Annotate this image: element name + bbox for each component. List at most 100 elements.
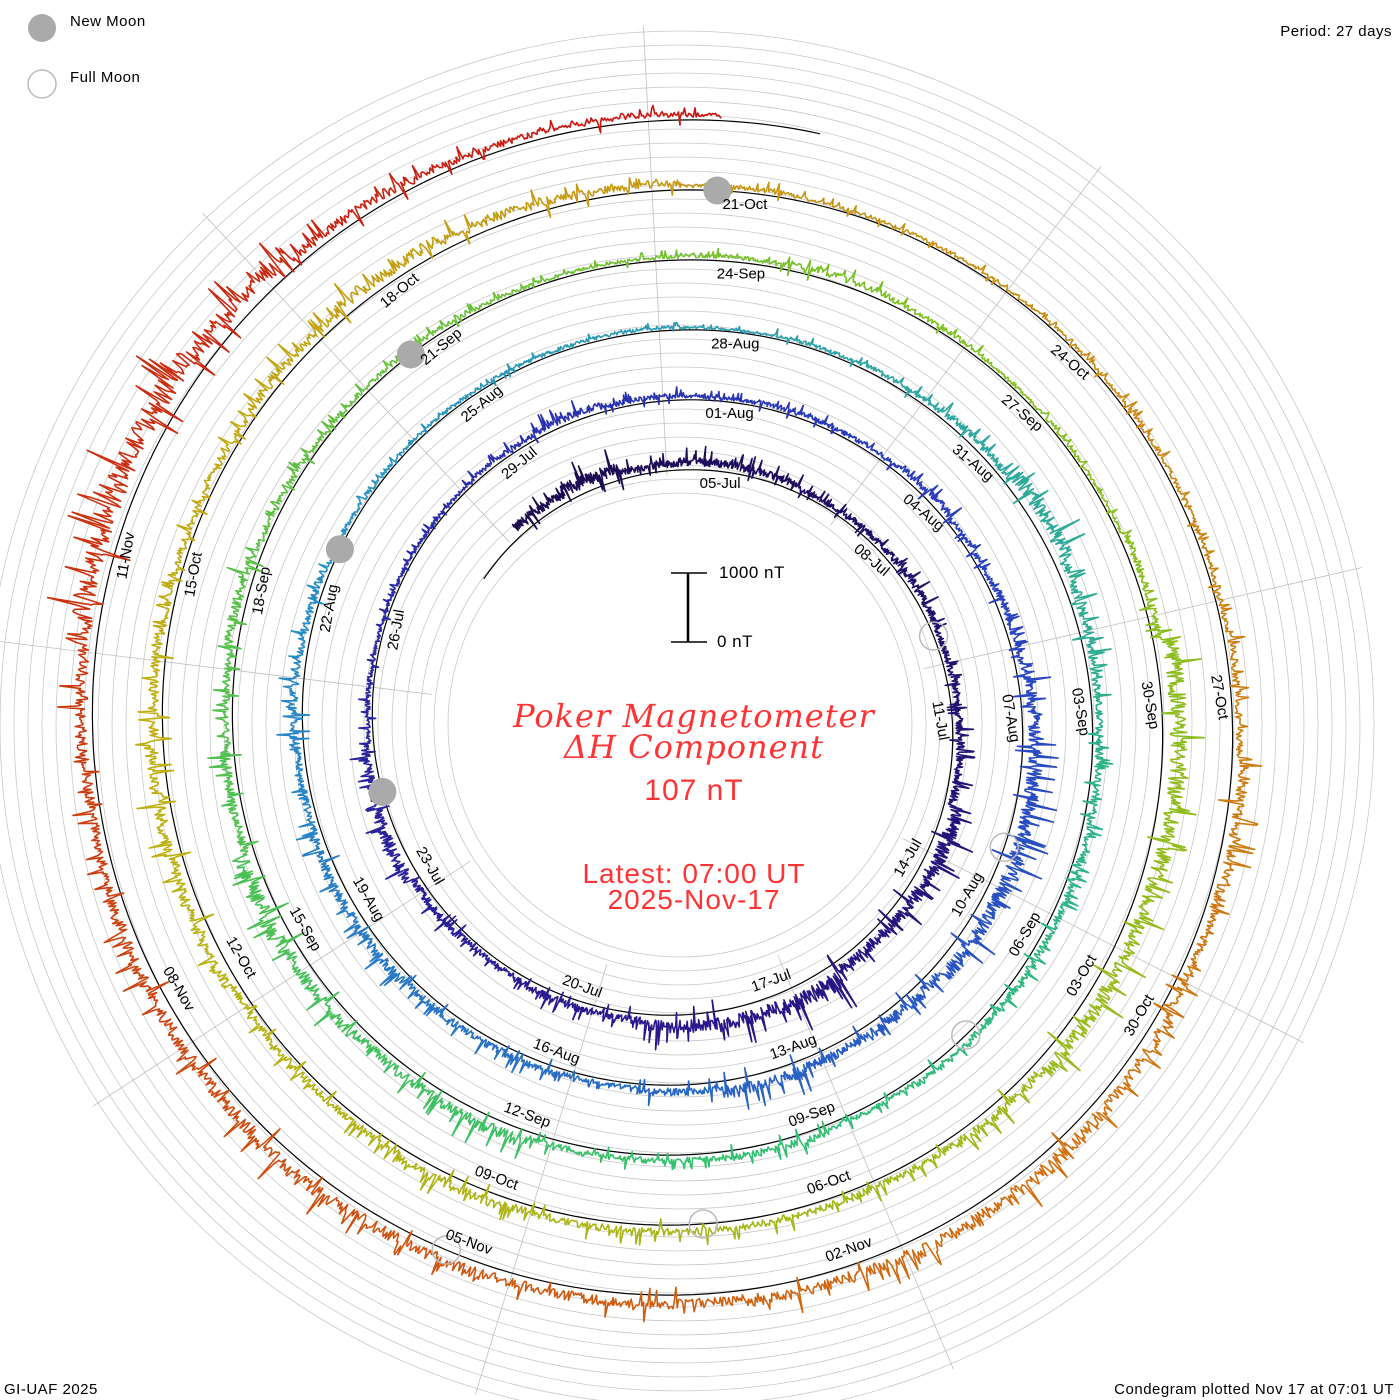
full-moon-marker <box>431 1235 462 1265</box>
current-value: 107 nT <box>644 774 744 807</box>
grid-ring <box>447 492 913 958</box>
trace-day-segment <box>528 1131 631 1170</box>
full-moon-marker <box>918 621 949 651</box>
date-label: 21-Oct <box>722 196 768 213</box>
trace-day-segment <box>163 1018 256 1138</box>
trace-day-segment <box>679 180 807 202</box>
trace-day-segment <box>358 669 377 745</box>
grid-radial-line <box>902 838 1304 1044</box>
trace-day-segment <box>365 423 430 495</box>
trace-day-segment <box>479 1269 614 1318</box>
trace-day-segment <box>916 1016 994 1087</box>
trace-day-segment <box>1029 304 1122 398</box>
trace-day-segment <box>391 1152 507 1221</box>
trace-day-segment <box>554 177 681 207</box>
trace-day-segment <box>829 422 897 471</box>
grid-ring <box>83 128 1277 1322</box>
trace-day-segment <box>679 247 791 273</box>
trace-day-segment <box>310 371 385 453</box>
date-label: 26-Jul <box>384 608 408 651</box>
trace-day-segment <box>425 1089 532 1159</box>
date-label: 12-Oct <box>222 934 260 982</box>
trace-day-segment <box>271 951 358 1037</box>
grid-ring <box>97 142 1263 1308</box>
legend-full-moon-label: Full Moon <box>70 69 141 86</box>
trace-day-segment <box>1217 756 1263 887</box>
trace-day-segment <box>878 868 941 931</box>
date-label: 17-Jul <box>749 966 793 996</box>
grid-ring <box>181 226 1179 1224</box>
date-label: 04-Aug <box>900 491 948 535</box>
grid-ring <box>111 156 1249 1294</box>
trace-day-segment <box>427 372 504 427</box>
date-label: 05-Nov <box>443 1226 495 1259</box>
trace-day-segment <box>224 542 264 647</box>
trace-day-segment <box>352 1030 438 1110</box>
trace-day-segment <box>502 337 590 379</box>
trace-day-segment <box>876 972 951 1036</box>
trace-day-segment <box>636 1078 724 1107</box>
trace-day-segment <box>72 758 113 898</box>
scale-bar <box>671 572 707 643</box>
trace-day-segment <box>135 632 175 757</box>
trace-day-segment <box>257 448 316 545</box>
trace-day-segment <box>295 835 355 918</box>
trace-day-segment <box>343 913 412 990</box>
date-label: 01-Aug <box>705 405 753 422</box>
new-moon-marker <box>325 535 354 564</box>
grid-radial-line <box>474 963 608 1395</box>
trace-day-segment <box>679 445 745 471</box>
full-moon-marker <box>989 832 1019 863</box>
trace-day-segment <box>612 1286 749 1323</box>
trace-day-segment <box>473 1035 555 1081</box>
grid-ring <box>405 450 955 1000</box>
trace-day-segment <box>947 740 976 808</box>
date-label: 06-Oct <box>805 1167 854 1199</box>
trace-day-segment <box>805 1024 885 1078</box>
legend-new-moon-label: New Moon <box>70 13 146 30</box>
trace-day-segment <box>301 1078 400 1163</box>
date-label: 05-Jul <box>700 475 741 492</box>
trace-day-segment <box>618 452 681 476</box>
trace-day-segment <box>538 104 681 134</box>
trace-day-segment <box>1163 885 1230 1007</box>
trace-day-segment <box>502 1202 623 1240</box>
trace-day-segment <box>1225 627 1250 758</box>
trace-day-segment <box>771 328 863 367</box>
grid-ring <box>223 268 1137 1182</box>
trace-day-segment <box>603 386 681 415</box>
grid-radial-line <box>202 212 510 543</box>
trace-day-segment <box>782 954 858 1031</box>
trace-day-segment <box>356 1213 481 1282</box>
trace-day-segment <box>1185 505 1233 630</box>
full-moon-marker <box>951 1020 981 1050</box>
trace-day-segment <box>279 172 409 266</box>
date-label: 08-Nov <box>159 964 198 1015</box>
trace-day-segment <box>679 389 757 405</box>
trace-day-segment <box>232 854 305 962</box>
trace-day-segment <box>240 1127 360 1234</box>
date-label: 28-Aug <box>711 335 759 352</box>
trace-day-segment <box>212 645 242 753</box>
trace-day-segment <box>333 236 439 324</box>
trace-day-segment <box>456 931 515 980</box>
trace-day-segment <box>46 483 131 623</box>
date-label: 11-Jul <box>928 700 952 742</box>
date-label: 27-Sep <box>998 391 1046 435</box>
date-label: 03-Oct <box>1063 951 1101 999</box>
date-label: 12-Sep <box>502 1099 553 1132</box>
grid-ring <box>293 338 1067 1112</box>
trace-day-segment <box>1161 636 1206 755</box>
trace-day-segment <box>859 359 945 413</box>
date-label: 24-Sep <box>717 266 765 283</box>
trace-day-segment <box>513 976 579 1021</box>
grid-ring <box>0 44 1361 1400</box>
new-moon-icon <box>28 14 56 42</box>
latest-time: Latest: 07:00 UT <box>582 858 806 889</box>
trace-day-segment <box>643 999 717 1051</box>
grid-radial-line <box>92 860 471 1107</box>
trace-day-segment <box>944 675 975 742</box>
trace-day-segment <box>289 746 318 841</box>
trace-day-segment <box>991 826 1049 909</box>
trace-day-segment <box>365 814 414 884</box>
